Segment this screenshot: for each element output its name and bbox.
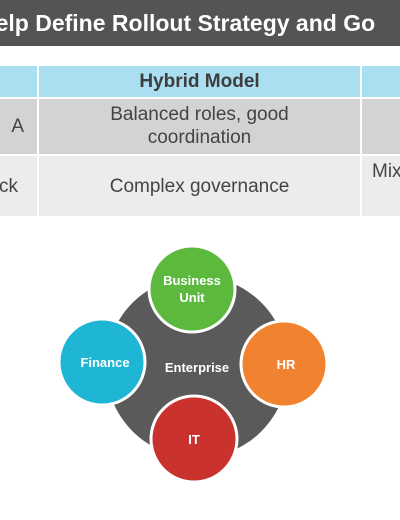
slide-title-bar: Help Define Rollout Strategy and Go bbox=[0, 0, 400, 46]
comparison-table: Hybrid Model A Balanced roles, good coor… bbox=[0, 66, 400, 216]
table-row-2-col-1: ck bbox=[0, 156, 37, 216]
table-row-2-col-2: Complex governance bbox=[39, 156, 360, 216]
table-row-1-col-1: A bbox=[0, 99, 37, 154]
business-unit-label-line1: Business bbox=[163, 273, 221, 288]
it-node bbox=[149, 394, 239, 484]
finance-label: Finance bbox=[80, 355, 129, 370]
table-header-cell-right bbox=[362, 66, 400, 97]
it-label: IT bbox=[188, 432, 200, 447]
table-header-hybrid-model: Hybrid Model bbox=[39, 66, 360, 97]
table-header-label: Hybrid Model bbox=[139, 71, 260, 92]
org-diagram-svg: Enterprise Business Unit Finance HR IT bbox=[57, 244, 329, 484]
table-row-1-col-2: Balanced roles, good coordination bbox=[39, 99, 360, 154]
business-unit-label-line2: Unit bbox=[179, 290, 205, 305]
business-unit-node bbox=[147, 244, 237, 334]
slide-title: Help Define Rollout Strategy and Go bbox=[0, 10, 376, 36]
enterprise-label: Enterprise bbox=[165, 360, 229, 375]
org-diagram: Enterprise Business Unit Finance HR IT bbox=[55, 244, 345, 515]
hr-node bbox=[239, 319, 329, 409]
hr-label: HR bbox=[277, 357, 296, 372]
table-header-cell-left bbox=[0, 66, 37, 97]
enterprise-center-circle bbox=[106, 276, 288, 458]
table-row-2-col-3: Mix bbox=[362, 156, 400, 216]
finance-node bbox=[57, 317, 147, 407]
table-row-1-col-3 bbox=[362, 99, 400, 154]
